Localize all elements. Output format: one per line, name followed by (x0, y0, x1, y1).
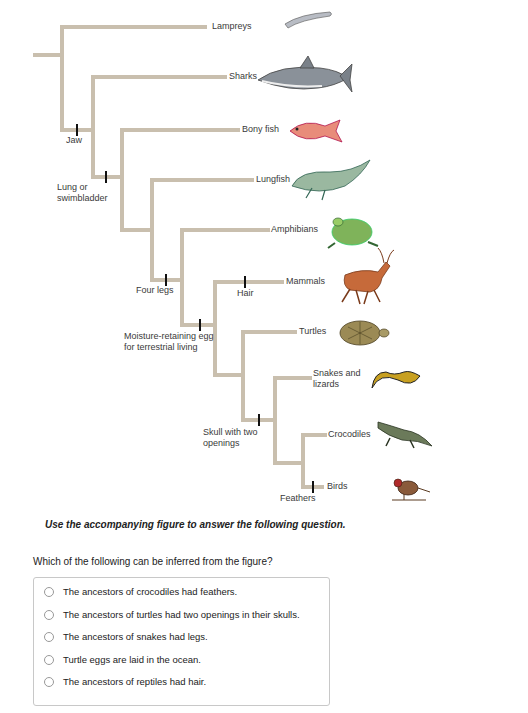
taxon-label: Birds (327, 481, 348, 492)
trait-label: Jaw (66, 135, 82, 146)
answer-option: The ancestors of turtles had two opening… (42, 609, 321, 621)
answer-options-box: The ancestors of crocodiles had feathers… (33, 577, 330, 706)
question-text: Use the accompanying figure to answer th… (45, 519, 346, 531)
bony-fish-picture (290, 120, 342, 142)
taxon-label: Sharks (229, 71, 257, 82)
trait-label: Hair (237, 288, 254, 299)
answer-option: Turtle eggs are laid in the ocean. (42, 654, 321, 666)
taxon-label: Lungfish (256, 174, 290, 185)
trait-label: Moisture-retaining egg for terrestrial l… (124, 331, 216, 353)
turtle-picture (340, 321, 389, 345)
snake-picture (372, 372, 420, 389)
taxon-label: Lampreys (212, 21, 252, 32)
lamprey-picture (285, 12, 332, 28)
taxon-label: Bony fish (242, 124, 279, 135)
answer-option: The ancestors of snakes had legs. (42, 631, 321, 643)
taxon-label: Amphibians (271, 224, 318, 235)
bird-picture (392, 479, 430, 500)
trait-label: Feathers (280, 493, 316, 504)
crocodile-picture (378, 422, 432, 448)
taxon-label: Crocodiles (328, 429, 371, 440)
trait-ticks (77, 124, 313, 493)
shark-picture (258, 56, 352, 92)
trait-label: Skull with two openings (203, 427, 277, 449)
answer-option: The ancestors of crocodiles had feathers… (42, 586, 321, 598)
trait-label: Four legs (136, 285, 174, 296)
answer-option: The ancestors of reptiles had hair. (42, 676, 321, 688)
trait-label: Lung or swimbladder (57, 182, 127, 204)
taxon-label: Turtles (299, 326, 326, 337)
lungfish-picture (292, 160, 370, 200)
antelope-picture (342, 248, 394, 304)
taxon-label: Mammals (286, 276, 325, 287)
frog-picture (328, 218, 378, 248)
taxon-label: Snakes and lizards (313, 368, 373, 390)
question-text: Which of the following can be inferred f… (33, 556, 273, 568)
tree-branches (35, 27, 325, 487)
